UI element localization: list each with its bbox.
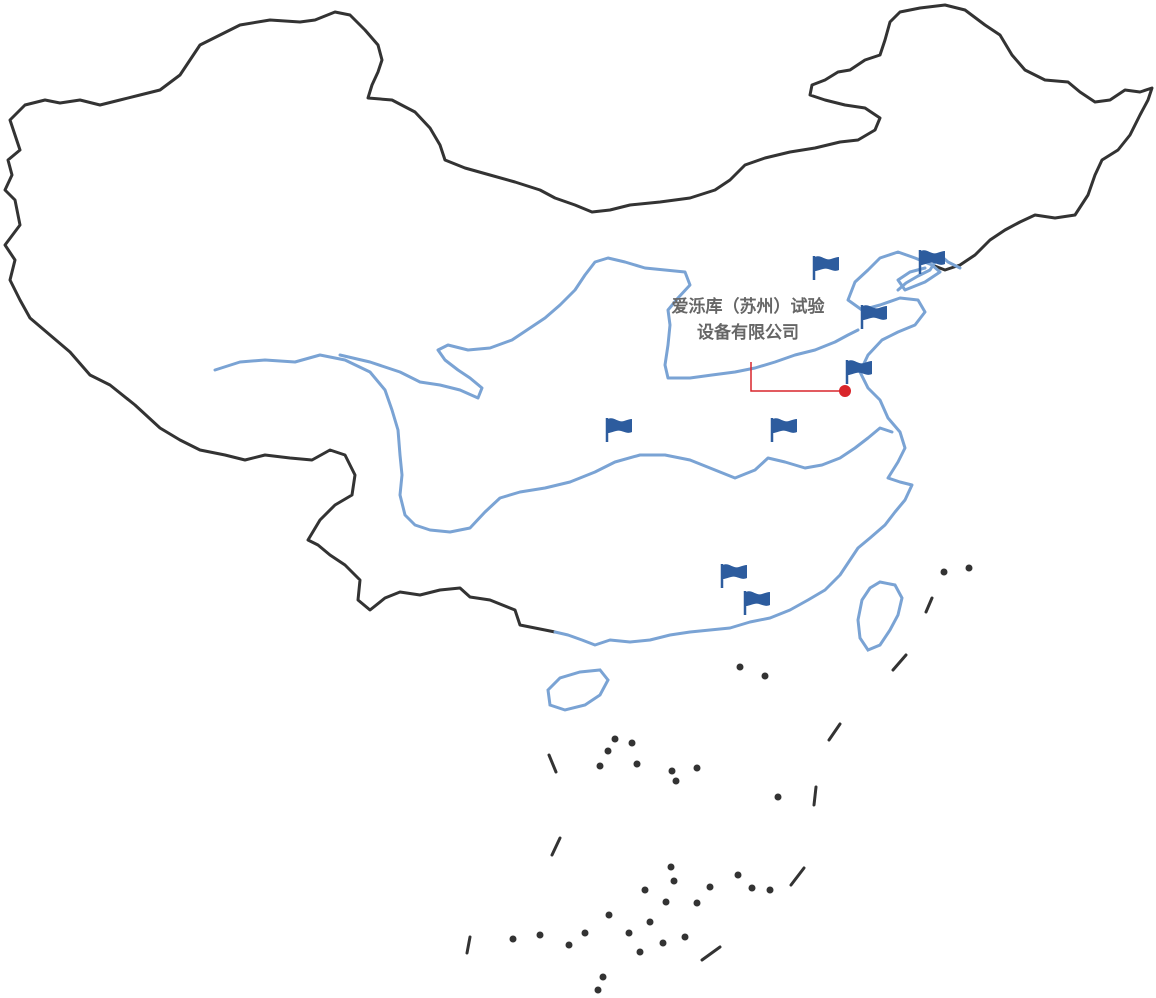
flag-icon[interactable] <box>845 360 872 384</box>
flag-icon[interactable] <box>770 418 797 442</box>
hainan-island <box>546 668 610 712</box>
flag-icon[interactable] <box>720 564 747 588</box>
flag-icon[interactable] <box>860 305 887 329</box>
coastline <box>553 250 934 647</box>
yellow-river-upper <box>338 256 860 400</box>
flags-layer <box>605 250 945 615</box>
taiwan-island <box>856 580 904 652</box>
flag-icon[interactable] <box>743 591 770 615</box>
nine-dash-line <box>465 596 934 962</box>
callout-leader-line <box>750 362 845 392</box>
flag-icon[interactable] <box>605 418 632 442</box>
yellow-river <box>213 353 894 534</box>
island-dots <box>509 564 973 994</box>
country-border <box>3 3 1154 634</box>
company-name-line2: 设备有限公司 <box>697 323 799 343</box>
flag-icon[interactable] <box>918 250 945 274</box>
company-callout: 爱泺库（苏州）试验 设备有限公司 <box>636 294 860 346</box>
bohai-coast <box>896 263 942 292</box>
liaodong-peninsula <box>896 253 962 292</box>
company-name-line1: 爱泺库（苏州）试验 <box>671 297 825 317</box>
flag-icon[interactable] <box>812 256 839 280</box>
company-location-marker[interactable] <box>839 385 851 397</box>
